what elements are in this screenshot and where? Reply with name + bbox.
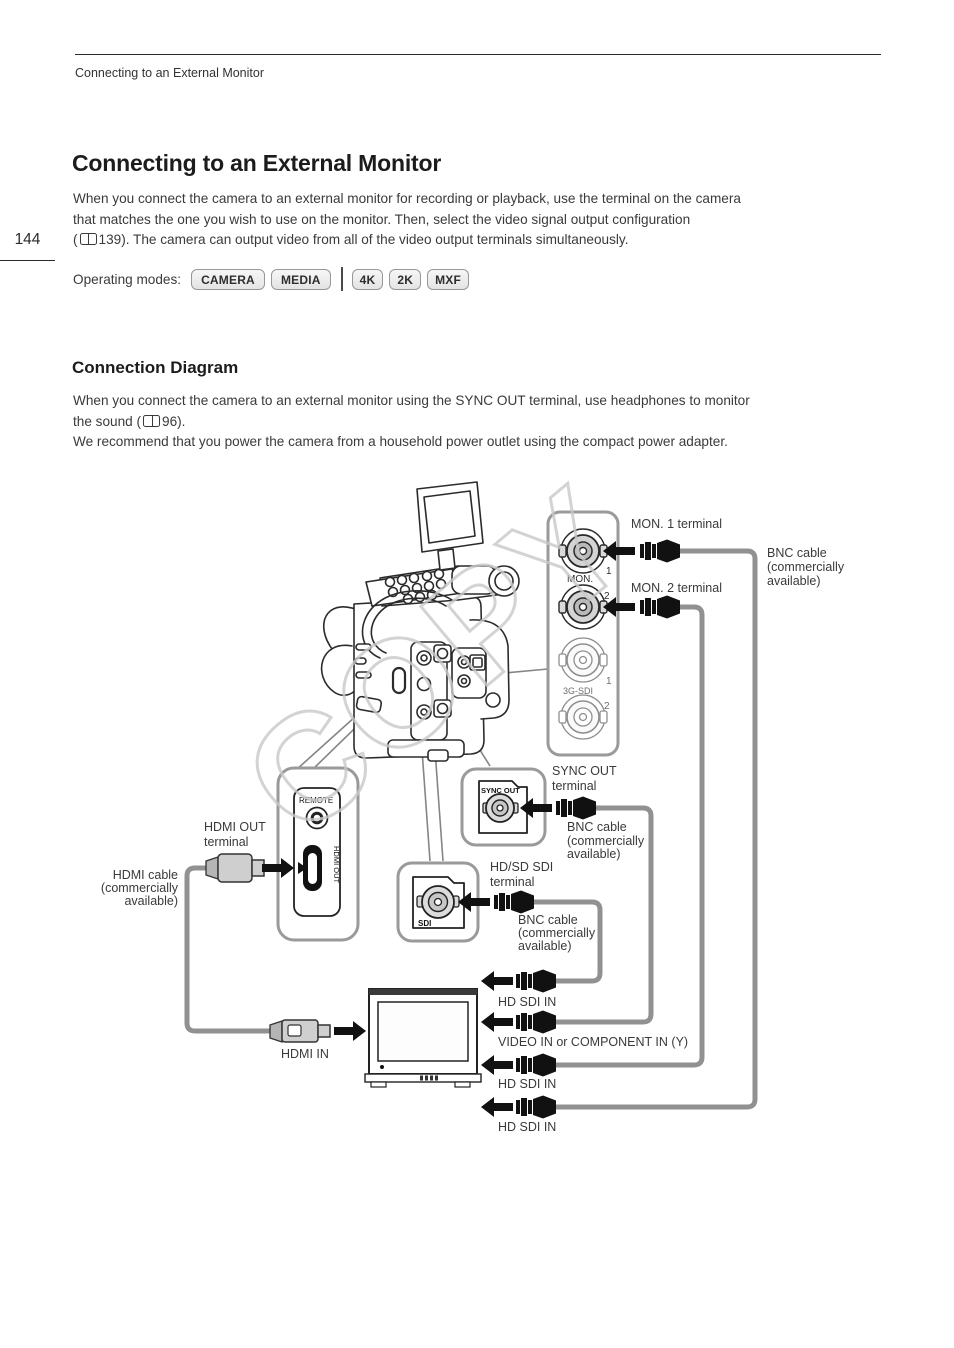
- section-line-2-close: ).: [177, 413, 186, 429]
- running-header: Connecting to an External Monitor: [75, 66, 264, 80]
- sdi-port-2-number: 2: [604, 701, 610, 712]
- remote-jack: [305, 806, 329, 830]
- svg-text:(commercially: (commercially: [101, 881, 179, 895]
- page-ref-book-icon: [79, 233, 97, 246]
- label-mon1-terminal: MON. 1 terminal: [631, 517, 722, 531]
- ref-page-number: 96: [162, 413, 178, 429]
- label-hdmi-in: HDMI IN: [281, 1047, 329, 1061]
- cable-sync-out: [553, 805, 654, 1025]
- section-line-1: When you connect the camera to an extern…: [73, 393, 750, 408]
- label-hd-sdi-in-1: HD SDI IN: [498, 995, 556, 1009]
- bnc-panel: 1 MON. 2 1 3G-SDI 2: [546, 510, 620, 757]
- hdmi-insert-marker: [298, 862, 307, 874]
- hdmi-in-plug: [269, 1019, 331, 1043]
- sync-out-box: SYNC OUT: [460, 767, 547, 847]
- hdmi-remote-panel: REMOTE HDMI OUT: [276, 766, 360, 942]
- cable-mon2: [553, 604, 705, 1068]
- sdi-box: SDI: [396, 861, 480, 943]
- mode-badge-2k: 2K: [389, 268, 422, 290]
- section-line-2-text: the sound (: [73, 413, 142, 429]
- label-hdmi-out-terminal: HDMI OUT: [204, 820, 266, 834]
- label-hd-sdi-in-3: HD SDI IN: [498, 1120, 556, 1134]
- diagram-labels: MON. 1 terminal MON. 2 terminal BNC cabl…: [101, 517, 845, 1134]
- operating-modes-row: Operating modes: CAMERA MEDIA 4K 2K MXF: [73, 267, 475, 291]
- svg-text:(commercially: (commercially: [518, 926, 596, 940]
- svg-text:available): available): [567, 847, 621, 861]
- svg-text:terminal: terminal: [490, 875, 534, 889]
- mode-badge-media: MEDIA: [270, 268, 331, 290]
- camera-illustration: [320, 481, 520, 762]
- mon-port-2-number: 2: [604, 591, 610, 602]
- section-line-3: We recommend that you power the camera f…: [73, 434, 728, 450]
- sdi-port-label: SDI: [418, 919, 431, 928]
- intro-paragraph: When you connect the camera to an extern…: [73, 189, 885, 251]
- intro-line-3-text: ). The camera can output video from all …: [121, 232, 629, 248]
- label-hdsd-sdi-terminal: HD/SD SDI: [490, 860, 553, 874]
- 3g-sdi-1-connector: [558, 637, 608, 683]
- page-ref-book-icon: [143, 414, 161, 427]
- svg-text:available): available): [518, 939, 572, 953]
- intro-line-3: (139). The camera can output video from …: [73, 230, 885, 251]
- mode-separator: [340, 267, 343, 291]
- svg-text:terminal: terminal: [552, 779, 596, 793]
- svg-text:available): available): [124, 894, 178, 908]
- svg-text:terminal: terminal: [204, 835, 248, 849]
- label-bnc-cable-sdi: BNC cable: [518, 913, 578, 927]
- label-mon2-terminal: MON. 2 terminal: [631, 581, 722, 595]
- section-heading: Connection Diagram: [72, 358, 239, 377]
- cables: [184, 548, 758, 1110]
- connection-diagram: 1 MON. 2 1 3G-SDI 2: [101, 470, 845, 1134]
- page-number: 144: [14, 231, 41, 248]
- 3g-sdi-2-connector: [558, 694, 608, 740]
- hdmi-out-plug: [205, 853, 265, 883]
- svg-text:(commercially: (commercially: [767, 560, 845, 574]
- mon1-connector: [558, 528, 608, 574]
- label-hd-sdi-in-2: HD SDI IN: [498, 1077, 556, 1091]
- intro-line-1: When you connect the camera to an extern…: [73, 191, 741, 206]
- cable-hdmi: [184, 865, 285, 1034]
- mon-port-1-number: 1: [606, 566, 612, 577]
- label-hdmi-cable: HDMI cable: [113, 868, 178, 882]
- mode-badge-camera: CAMERA: [191, 268, 265, 290]
- operating-modes-label: Operating modes:: [73, 271, 182, 287]
- sdi-group-label: 3G-SDI: [563, 686, 593, 696]
- sdi-port-1-number: 1: [606, 676, 612, 687]
- mode-badge-mxf: MXF: [427, 268, 470, 290]
- cable-sdi: [531, 899, 603, 984]
- section-paragraph: When you connect the camera to an extern…: [73, 391, 885, 453]
- hdmi-out-port-label: HDMI OUT: [332, 846, 341, 883]
- label-video-in: VIDEO IN or COMPONENT IN (Y): [498, 1035, 688, 1049]
- ref-page-number: 139: [98, 232, 122, 248]
- label-bnc-cable-sync: BNC cable: [567, 820, 627, 834]
- page-title: Connecting to an External Monitor: [72, 150, 442, 176]
- cable-mon1: [553, 548, 758, 1110]
- label-sync-out-terminal: SYNC OUT: [552, 764, 617, 778]
- label-bnc-cable-top: BNC cable: [767, 546, 827, 560]
- mode-badge-4k: 4K: [351, 268, 384, 290]
- page-number-rule: [0, 260, 55, 261]
- svg-text:available): available): [767, 574, 821, 588]
- external-monitor: [364, 988, 482, 1088]
- ref-open-paren: (: [73, 232, 78, 248]
- svg-text:(commercially: (commercially: [567, 834, 645, 848]
- section-line-2: the sound ( 96).: [73, 412, 885, 433]
- mon-group-label: MON.: [567, 574, 593, 585]
- remote-port-label: REMOTE: [299, 796, 333, 805]
- sync-out-port-label: SYNC OUT: [481, 786, 520, 795]
- intro-line-2: that matches the one you wish to use on …: [73, 211, 691, 227]
- header-rule: [75, 54, 881, 55]
